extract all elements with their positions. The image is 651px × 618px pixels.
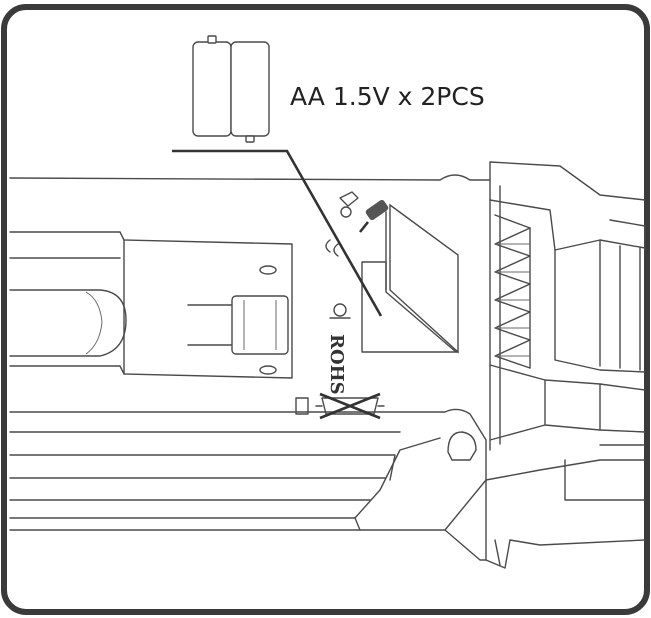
battery-polarity-icon: [339, 191, 359, 218]
small-square-mark: [295, 397, 309, 415]
battery-spec-label: AA 1.5V x 2PCS: [290, 82, 485, 111]
battery-callout: AA 1.5V x 2PCS: [172, 35, 485, 317]
weee-crossed-bin-icon: [315, 392, 385, 420]
screw-icon: [358, 199, 389, 233]
rohs-mark: ROHS: [326, 334, 347, 395]
body-markings: ROHS: [295, 191, 389, 420]
battery-compartment-door: [361, 203, 459, 354]
device-body: [9, 161, 646, 569]
diagram-frame: [1, 4, 650, 615]
battery-pair-icon: [192, 35, 270, 143]
callout-leader-line: [172, 149, 383, 317]
